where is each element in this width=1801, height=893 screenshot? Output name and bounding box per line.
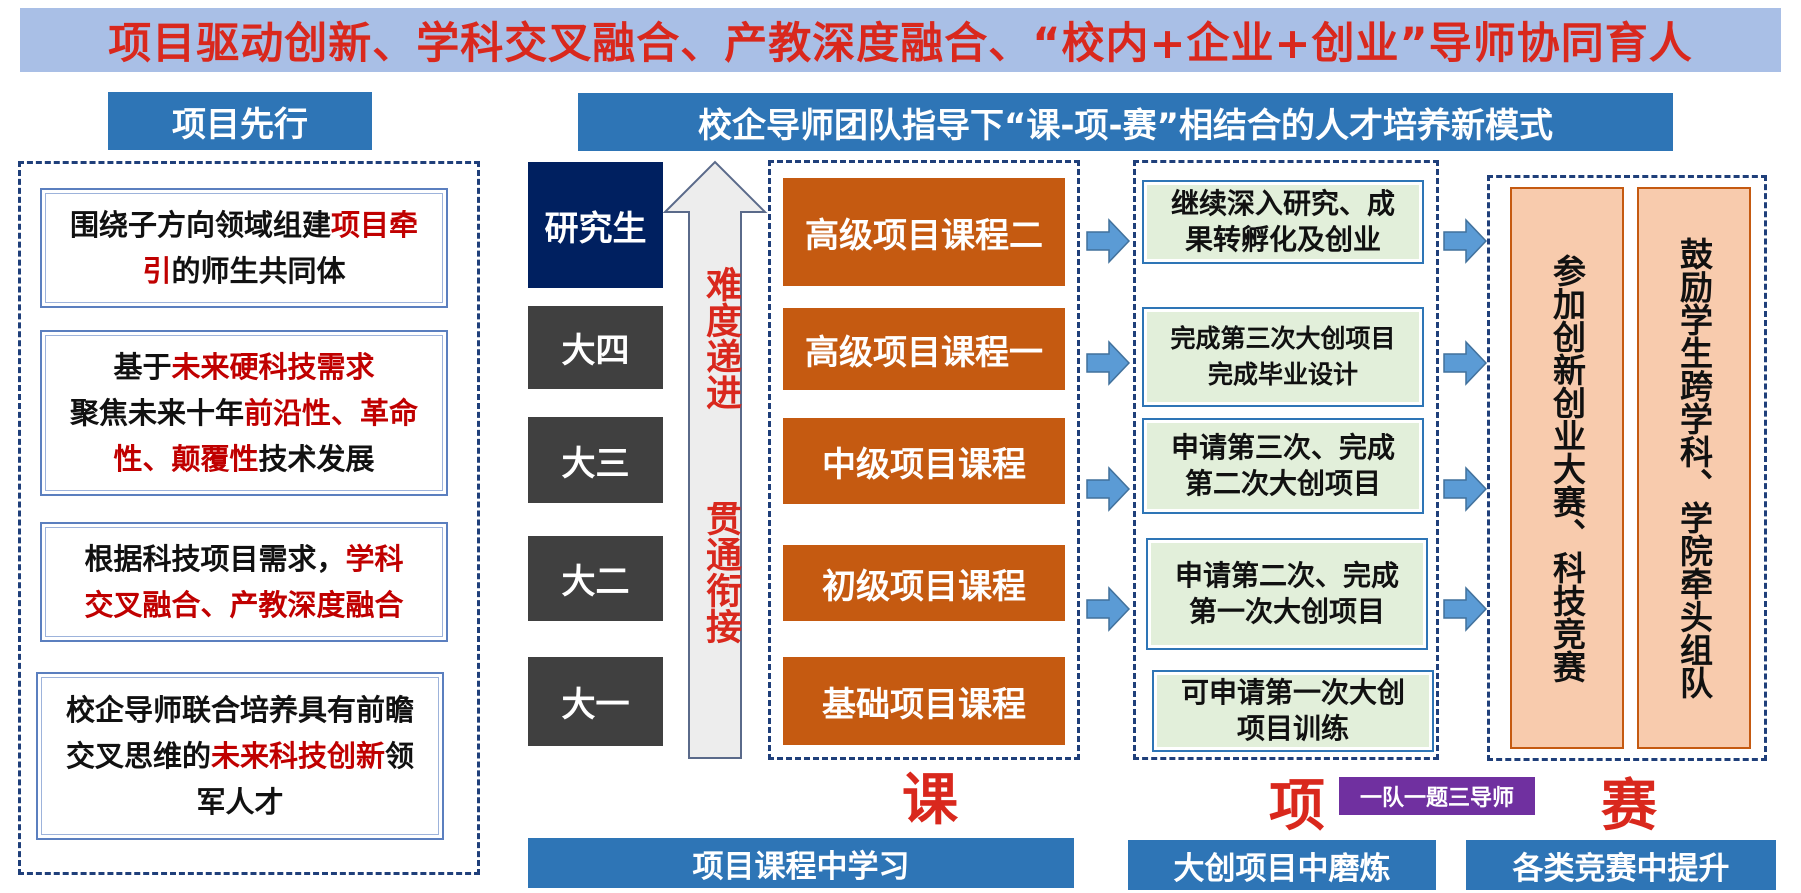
project-stage-sophomore: 申请第二次、完成第一次大创项目 <box>1146 538 1428 650</box>
page-title: 项目驱动创新、学科交叉融合、产教深度融合、“校内+企业+创业”导师协同育人 <box>20 8 1781 72</box>
left-panel-frame <box>18 161 480 875</box>
arrow-right-icon <box>1086 466 1131 512</box>
main-header: 校企导师团队指导下“课-项-赛”相结合的人才培养新模式 <box>578 93 1673 151</box>
left-card-line: 性、颠覆性技术发展 <box>70 436 418 482</box>
project-stage-freshman: 可申请第一次大创项目训练 <box>1152 670 1434 752</box>
card-text: 根据科技项目需求， <box>84 542 346 576</box>
left-card-line: 基于未来硬科技需求 <box>70 344 418 390</box>
project-stage-senior: 完成第三次大创项目完成毕业设计 <box>1142 307 1424 407</box>
competition-label: 赛 <box>1601 773 1657 839</box>
mentor-badge: 一队一题三导师 <box>1339 777 1535 815</box>
course-frame <box>768 160 1080 760</box>
competition-frame <box>1487 175 1767 761</box>
project-line: 申请第三次、完成 <box>1170 431 1395 464</box>
highlight-text: 项目牵 <box>331 208 419 242</box>
project-line: 项目训练 <box>1236 712 1349 745</box>
left-card-line: 聚焦未来十年前沿性、革命 <box>70 390 418 436</box>
course-intermediate: 中级项目课程 <box>783 418 1065 504</box>
left-panel-header: 项目先行 <box>108 92 372 150</box>
left-card-line: 校企导师联合培养具有前瞻 <box>66 687 414 733</box>
year-freshman: 大一 <box>528 657 663 746</box>
left-card-line: 引的师生共同体 <box>70 248 418 294</box>
year-senior: 大四 <box>528 306 663 389</box>
difficulty-arrow <box>662 160 768 759</box>
left-card-line: 根据科技项目需求，学科 <box>84 536 403 582</box>
left-card-line: 交叉思维的未来科技创新领 <box>66 733 414 779</box>
competition-innovation: 参加创新创业大赛、科技竞赛 <box>1510 187 1624 749</box>
project-line: 第二次大创项目 <box>1184 467 1381 500</box>
left-card-line: 围绕子方向领域组建项目牵 <box>70 202 418 248</box>
project-line: 申请第二次、完成 <box>1174 559 1399 592</box>
bottom-competition-bar: 各类竞赛中提升 <box>1466 840 1776 890</box>
card-text: 聚焦未来十年 <box>69 396 244 430</box>
competition-team: 鼓励学生跨学科、学院牵头组队 <box>1637 187 1751 749</box>
left-card: 基于未来硬科技需求聚焦未来十年前沿性、革命性、颠覆性技术发展 <box>40 330 448 496</box>
course-advanced-2: 高级项目课程二 <box>783 178 1065 286</box>
left-card-line: 交叉融合、产教深度融合 <box>84 582 403 628</box>
project-line: 继续深入研究、成 <box>1170 187 1395 220</box>
arrow-right-icon <box>1443 340 1488 386</box>
highlight-text: 引 <box>142 254 172 288</box>
continuity-label: 贯通衔接 <box>700 500 741 644</box>
left-card: 围绕子方向领域组建项目牵引的师生共同体 <box>40 188 448 308</box>
course-beginner: 初级项目课程 <box>783 545 1065 621</box>
project-line: 完成毕业设计 <box>1207 360 1358 389</box>
arrow-right-icon <box>1443 218 1488 264</box>
left-card-line: 军人才 <box>66 779 414 825</box>
project-stage-junior: 申请第三次、完成第二次大创项目 <box>1142 418 1424 514</box>
arrow-right-icon <box>1086 586 1131 632</box>
arrow-right-icon <box>1443 466 1488 512</box>
card-text: 基于 <box>113 350 172 384</box>
project-label: 项 <box>1269 773 1325 839</box>
card-text: 领 <box>385 739 415 773</box>
card-text: 交叉思维的 <box>65 739 211 773</box>
highlight-text: 交叉融合、产教深度融合 <box>84 588 404 622</box>
project-line: 果转孵化及创业 <box>1184 223 1381 256</box>
bottom-project-bar: 大创项目中磨炼 <box>1128 840 1436 890</box>
left-card: 校企导师联合培养具有前瞻交叉思维的未来科技创新领军人才 <box>36 672 444 840</box>
year-sophomore: 大二 <box>528 536 663 621</box>
course-label: 课 <box>902 767 958 833</box>
project-stage-graduate: 继续深入研究、成果转孵化及创业 <box>1142 180 1424 264</box>
arrow-right-icon <box>1086 218 1131 264</box>
difficulty-label: 难度递进 <box>700 266 741 410</box>
card-text: 校企导师联合培养具有前瞻 <box>65 693 414 727</box>
project-line: 完成第三次大创项目 <box>1170 324 1396 353</box>
year-junior: 大三 <box>528 417 663 503</box>
card-text: 的师生共同体 <box>171 254 346 288</box>
card-text: 围绕子方向领域组建 <box>69 208 331 242</box>
highlight-text: 前沿性、革命 <box>244 396 419 430</box>
arrow-right-icon <box>1086 340 1131 386</box>
project-line: 第一次大创项目 <box>1188 595 1385 628</box>
arrow-right-icon <box>1443 586 1488 632</box>
left-card: 根据科技项目需求，学科交叉融合、产教深度融合 <box>40 522 448 642</box>
card-text: 军人才 <box>196 785 284 819</box>
project-frame <box>1133 160 1439 760</box>
course-advanced-1: 高级项目课程一 <box>783 308 1065 390</box>
highlight-text: 未来硬科技需求 <box>171 350 375 384</box>
highlight-text: 学科 <box>345 542 404 576</box>
project-line: 可申请第一次大创 <box>1180 676 1405 709</box>
card-text: 技术发展 <box>258 442 375 476</box>
bottom-course-bar: 项目课程中学习 <box>528 838 1074 888</box>
highlight-text: 未来科技创新 <box>210 739 385 773</box>
year-graduate: 研究生 <box>528 162 663 288</box>
highlight-text: 性、颠覆性 <box>113 442 259 476</box>
course-basic: 基础项目课程 <box>783 657 1065 745</box>
